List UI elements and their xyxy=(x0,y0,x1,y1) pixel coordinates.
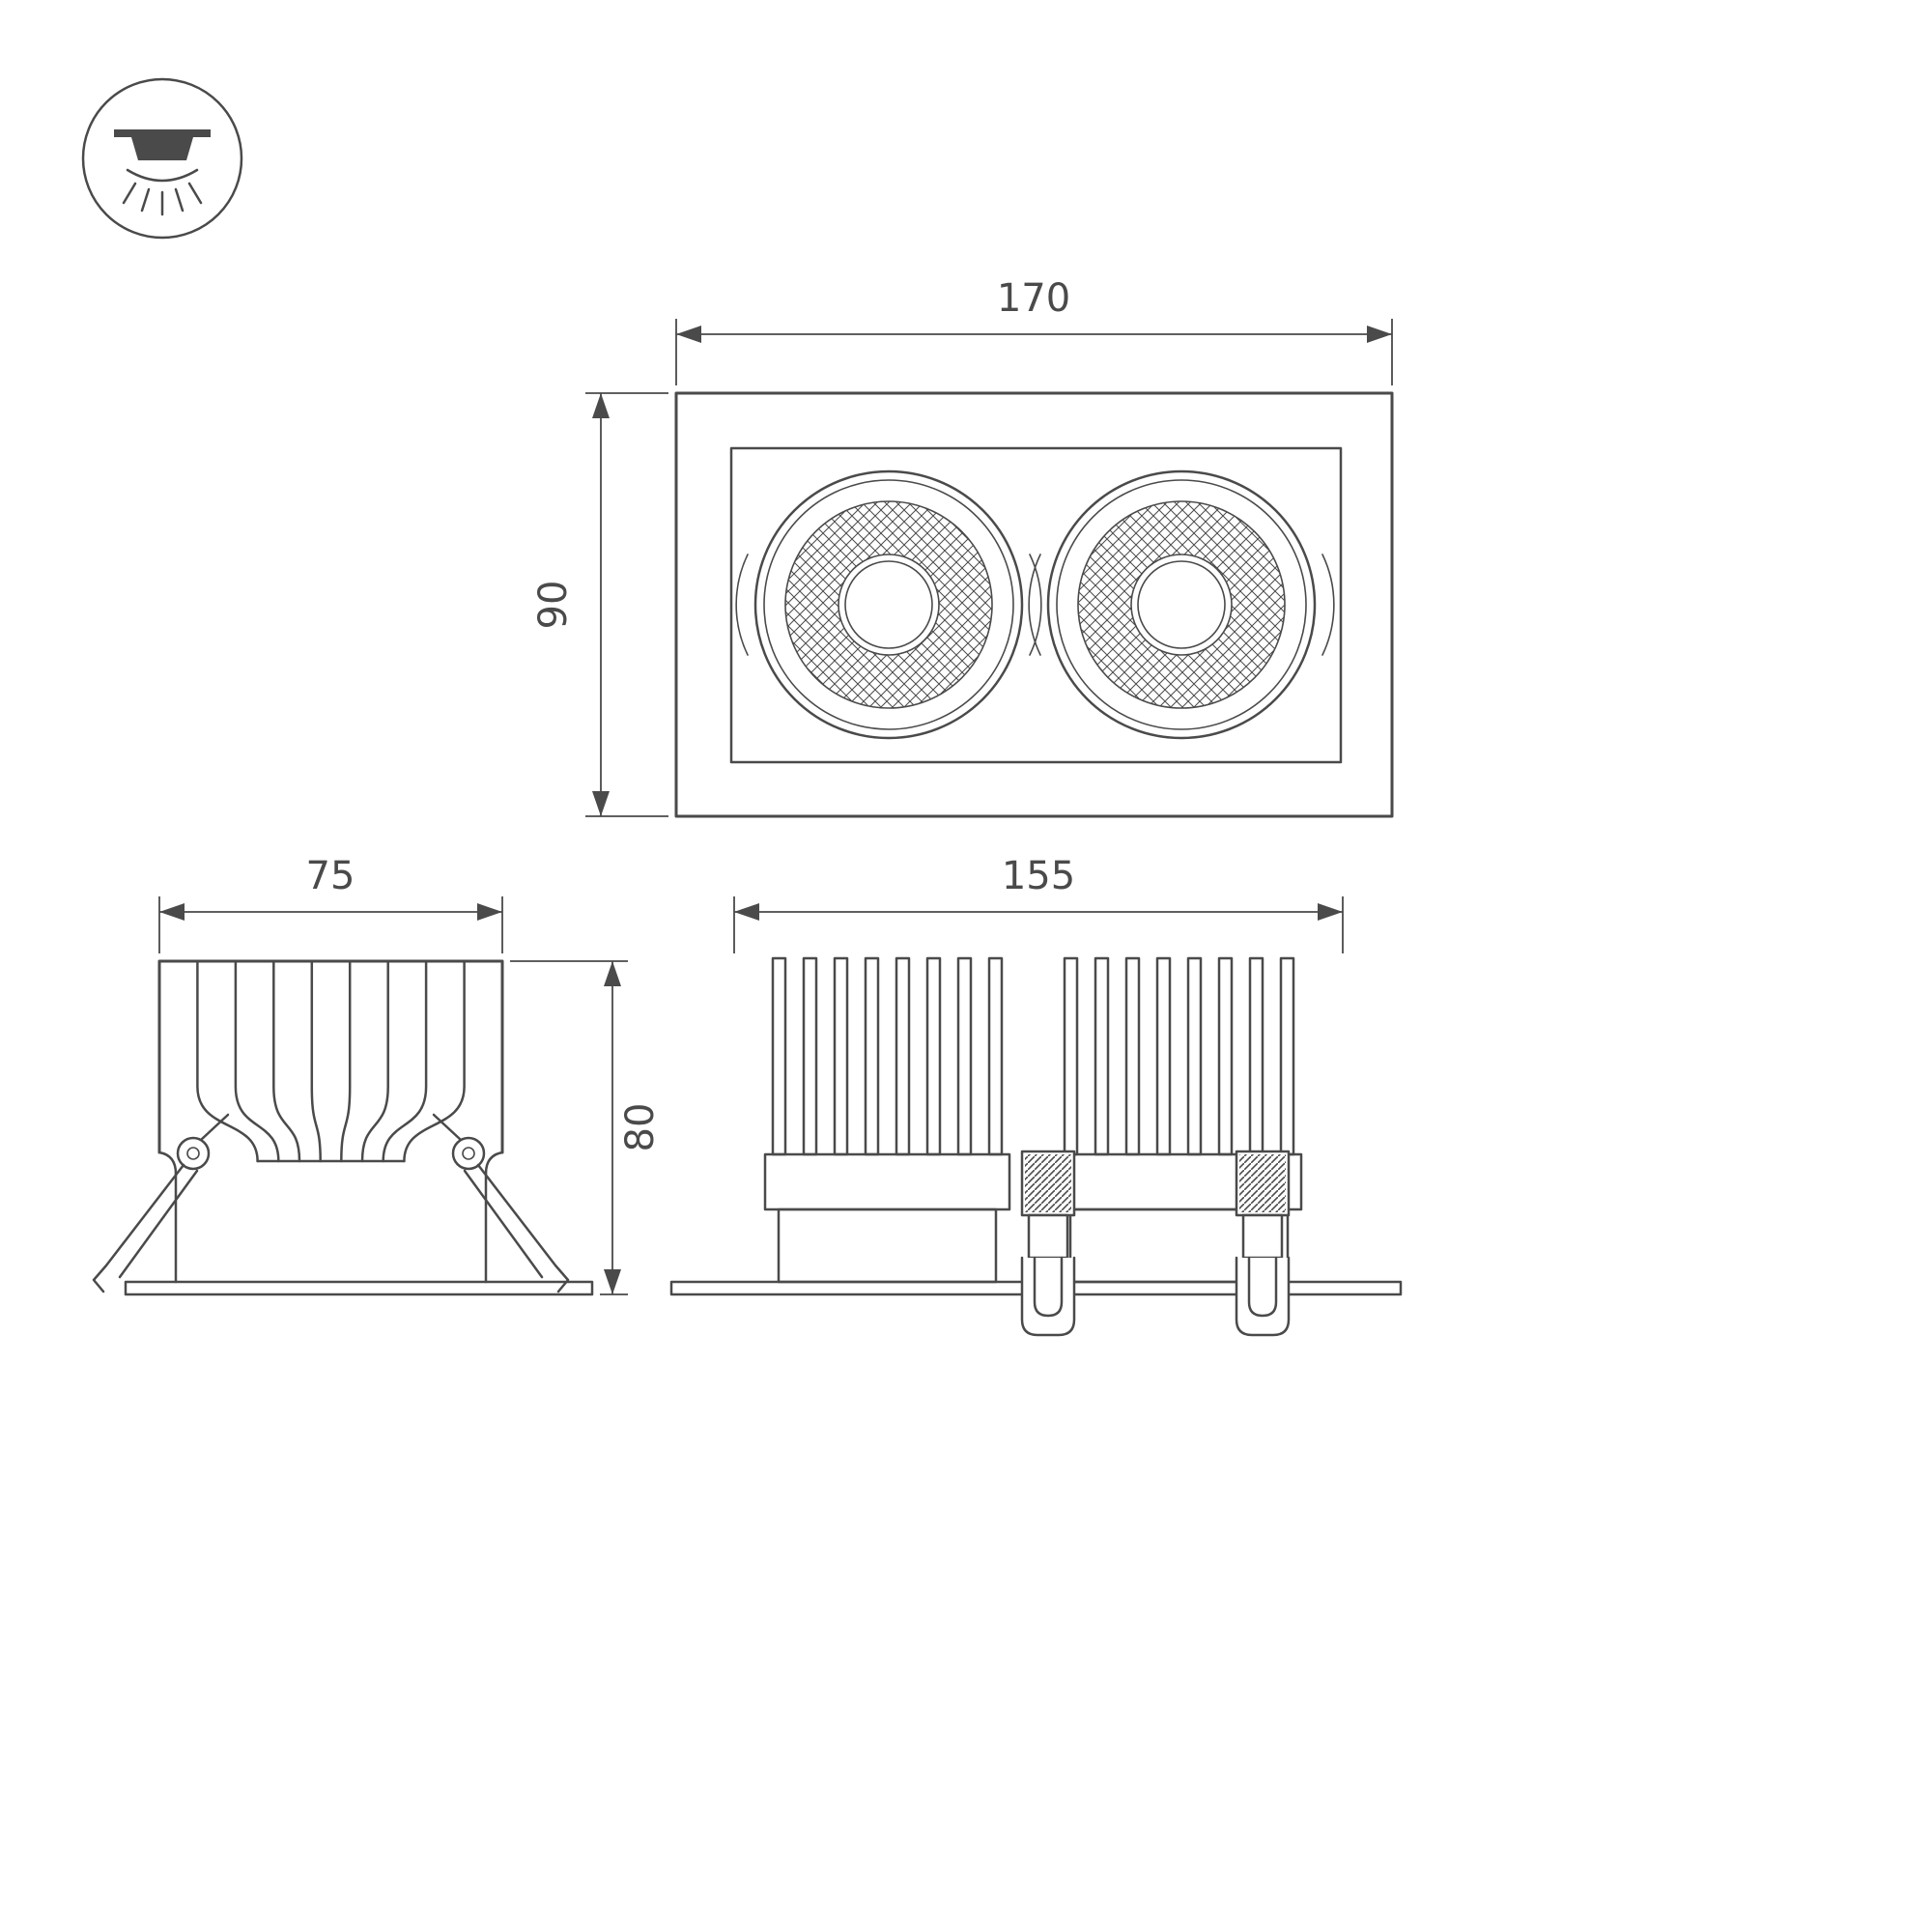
clip-neck xyxy=(1027,1213,1069,1260)
lamp-left xyxy=(735,469,1042,740)
dim-label-75: 75 xyxy=(306,854,355,898)
extension-lines xyxy=(733,896,1344,953)
reflector-rim xyxy=(1077,500,1286,709)
led-ring-inner xyxy=(844,560,933,649)
icon-light-rays xyxy=(122,182,203,216)
body-sides xyxy=(174,1172,488,1284)
clip-pivot xyxy=(176,1136,211,1171)
gimbal-arc-left xyxy=(1028,554,1041,656)
arrowhead-right xyxy=(1318,903,1343,921)
clip-neck xyxy=(1241,1213,1284,1260)
gimbal-arc-left xyxy=(735,554,749,656)
clip-arms xyxy=(92,1163,199,1293)
icon-circle xyxy=(81,77,243,240)
lamp-bezel-outer xyxy=(1046,469,1317,740)
arrowhead-top xyxy=(592,393,610,418)
dim-front-height: 90 xyxy=(531,392,668,817)
heatsink-fins xyxy=(196,959,466,1163)
module-left xyxy=(763,956,1011,1284)
extension-lines xyxy=(675,319,1393,385)
arrowhead-bottom xyxy=(592,791,610,816)
lamp-bezel-inner xyxy=(763,479,1014,730)
arrowhead-bottom xyxy=(604,1269,621,1294)
front-view xyxy=(674,391,1394,818)
elevation-view xyxy=(669,956,1403,1337)
front-inner-frame xyxy=(729,446,1343,764)
reflector-mesh xyxy=(1078,501,1285,708)
reflector-mesh xyxy=(784,500,993,709)
extension-lines xyxy=(510,960,628,1295)
lamp-bezel-outer xyxy=(753,469,1024,740)
gimbal-arc-right xyxy=(1321,554,1335,656)
dim-label-90: 90 xyxy=(531,581,576,630)
lamp-housing xyxy=(777,1208,998,1284)
clip-arms xyxy=(463,1163,570,1293)
dim-label-155: 155 xyxy=(1002,854,1075,898)
trim-flange xyxy=(124,1280,594,1296)
clip-pivot-center xyxy=(186,1147,200,1160)
extension-lines xyxy=(158,896,503,953)
dim-front-width: 170 xyxy=(675,276,1393,385)
gimbal-arc-right xyxy=(1029,554,1042,656)
arrowhead-left xyxy=(734,903,759,921)
spring-clip-right xyxy=(432,1113,570,1293)
dim-side-width: 75 xyxy=(158,854,503,953)
fins xyxy=(1063,956,1295,1156)
reflector-rim xyxy=(784,500,993,709)
arrowhead-right xyxy=(1367,326,1392,343)
clip-tail xyxy=(432,1113,463,1142)
arrowhead-top xyxy=(604,961,621,986)
extension-lines xyxy=(585,392,668,817)
dim-side-height: 80 xyxy=(510,960,663,1295)
led-ring-inner xyxy=(1137,560,1226,649)
dim-label-170: 170 xyxy=(997,276,1070,321)
heatsink-base xyxy=(763,1152,1011,1211)
icon-lamp-body xyxy=(131,137,193,160)
led-ring-outer xyxy=(1130,554,1233,656)
icon-light-arc xyxy=(126,168,199,183)
downlight-icon xyxy=(81,77,243,240)
clip-bracket-inner xyxy=(1247,1256,1278,1318)
arrowhead-left xyxy=(159,903,185,921)
side-view xyxy=(92,959,594,1296)
lamp-bezel-inner xyxy=(1056,479,1307,730)
heatsink-outline xyxy=(157,959,504,1154)
dim-elevation-width: 155 xyxy=(733,854,1344,953)
clip-bracket-outer xyxy=(1020,1256,1076,1337)
clip-pivot-center xyxy=(462,1147,475,1160)
clip-tail xyxy=(199,1113,230,1142)
fins xyxy=(771,956,1004,1156)
dim-label-80: 80 xyxy=(618,1103,663,1152)
icon-ceiling-bar xyxy=(114,129,211,137)
mount-clip-left xyxy=(1020,1150,1076,1337)
clip-pivot xyxy=(451,1136,486,1171)
clip-bracket-inner xyxy=(1033,1256,1064,1318)
clip-spring-hatch xyxy=(1025,1154,1071,1212)
arrowhead-right xyxy=(477,903,502,921)
neck-transition xyxy=(157,1151,504,1176)
front-outer-frame xyxy=(674,391,1394,818)
arrowhead-left xyxy=(676,326,701,343)
clip-bracket-outer xyxy=(1235,1256,1291,1337)
mount-clip-right xyxy=(1235,1150,1291,1337)
clip-spring-hatch xyxy=(1239,1154,1286,1212)
spring-clip-left xyxy=(92,1113,230,1293)
led-ring-outer xyxy=(838,554,940,656)
lamp-right xyxy=(1028,469,1335,740)
